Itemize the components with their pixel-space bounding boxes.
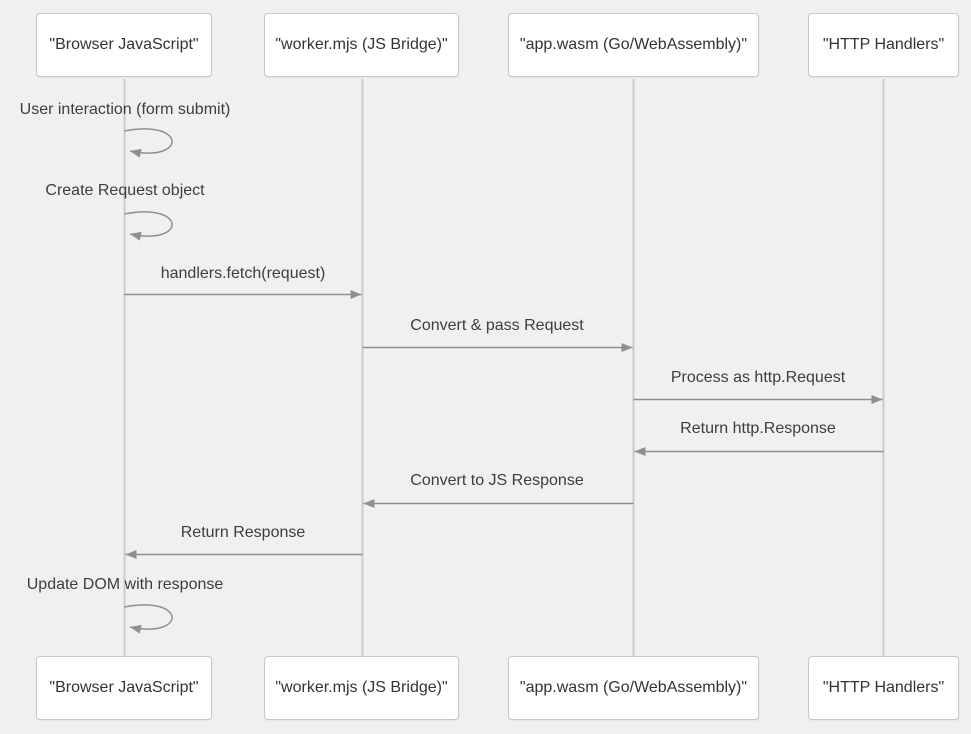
participant-top-app-wasm: "app.wasm (Go/WebAssembly)" (508, 13, 759, 77)
self-loop-create-request (124, 211, 173, 241)
message-label-convert-pass: Convert & pass Request (410, 317, 584, 334)
participant-top-worker-mjs: "worker.mjs (JS Bridge)" (264, 13, 459, 77)
participant-bottom-app-wasm: "app.wasm (Go/WebAssembly)" (508, 656, 759, 720)
message-label-convert-js: Convert to JS Response (410, 472, 584, 489)
self-loop-update-dom (124, 604, 173, 634)
participant-label: "HTTP Handlers" (822, 36, 945, 53)
message-label-update-dom: Update DOM with response (26, 576, 224, 593)
self-loop-user-interaction (124, 128, 173, 158)
participant-label: "worker.mjs (JS Bridge)" (275, 36, 448, 53)
participant-bottom-browser-javascript: "Browser JavaScript" (36, 656, 212, 720)
participant-bottom-worker-mjs: "worker.mjs (JS Bridge)" (264, 656, 459, 720)
message-label-return-http: Return http.Response (680, 420, 836, 437)
message-label-return-response: Return Response (180, 524, 306, 541)
participant-label: "Browser JavaScript" (49, 679, 199, 696)
message-label-handlers-fetch: handlers.fetch(request) (160, 265, 326, 282)
participant-top-http-handlers: "HTTP Handlers" (808, 13, 959, 77)
participant-label: "app.wasm (Go/WebAssembly)" (519, 679, 748, 696)
participant-label: "worker.mjs (JS Bridge)" (275, 679, 448, 696)
participant-label: "Browser JavaScript" (49, 36, 199, 53)
message-label-user-interaction: User interaction (form submit) (19, 101, 231, 118)
message-label-create-request: Create Request object (45, 182, 205, 199)
participant-label: "app.wasm (Go/WebAssembly)" (519, 36, 748, 53)
participant-top-browser-javascript: "Browser JavaScript" (36, 13, 212, 77)
participant-label: "HTTP Handlers" (822, 679, 945, 696)
participant-bottom-http-handlers: "HTTP Handlers" (808, 656, 959, 720)
message-label-process-request: Process as http.Request (670, 369, 846, 386)
